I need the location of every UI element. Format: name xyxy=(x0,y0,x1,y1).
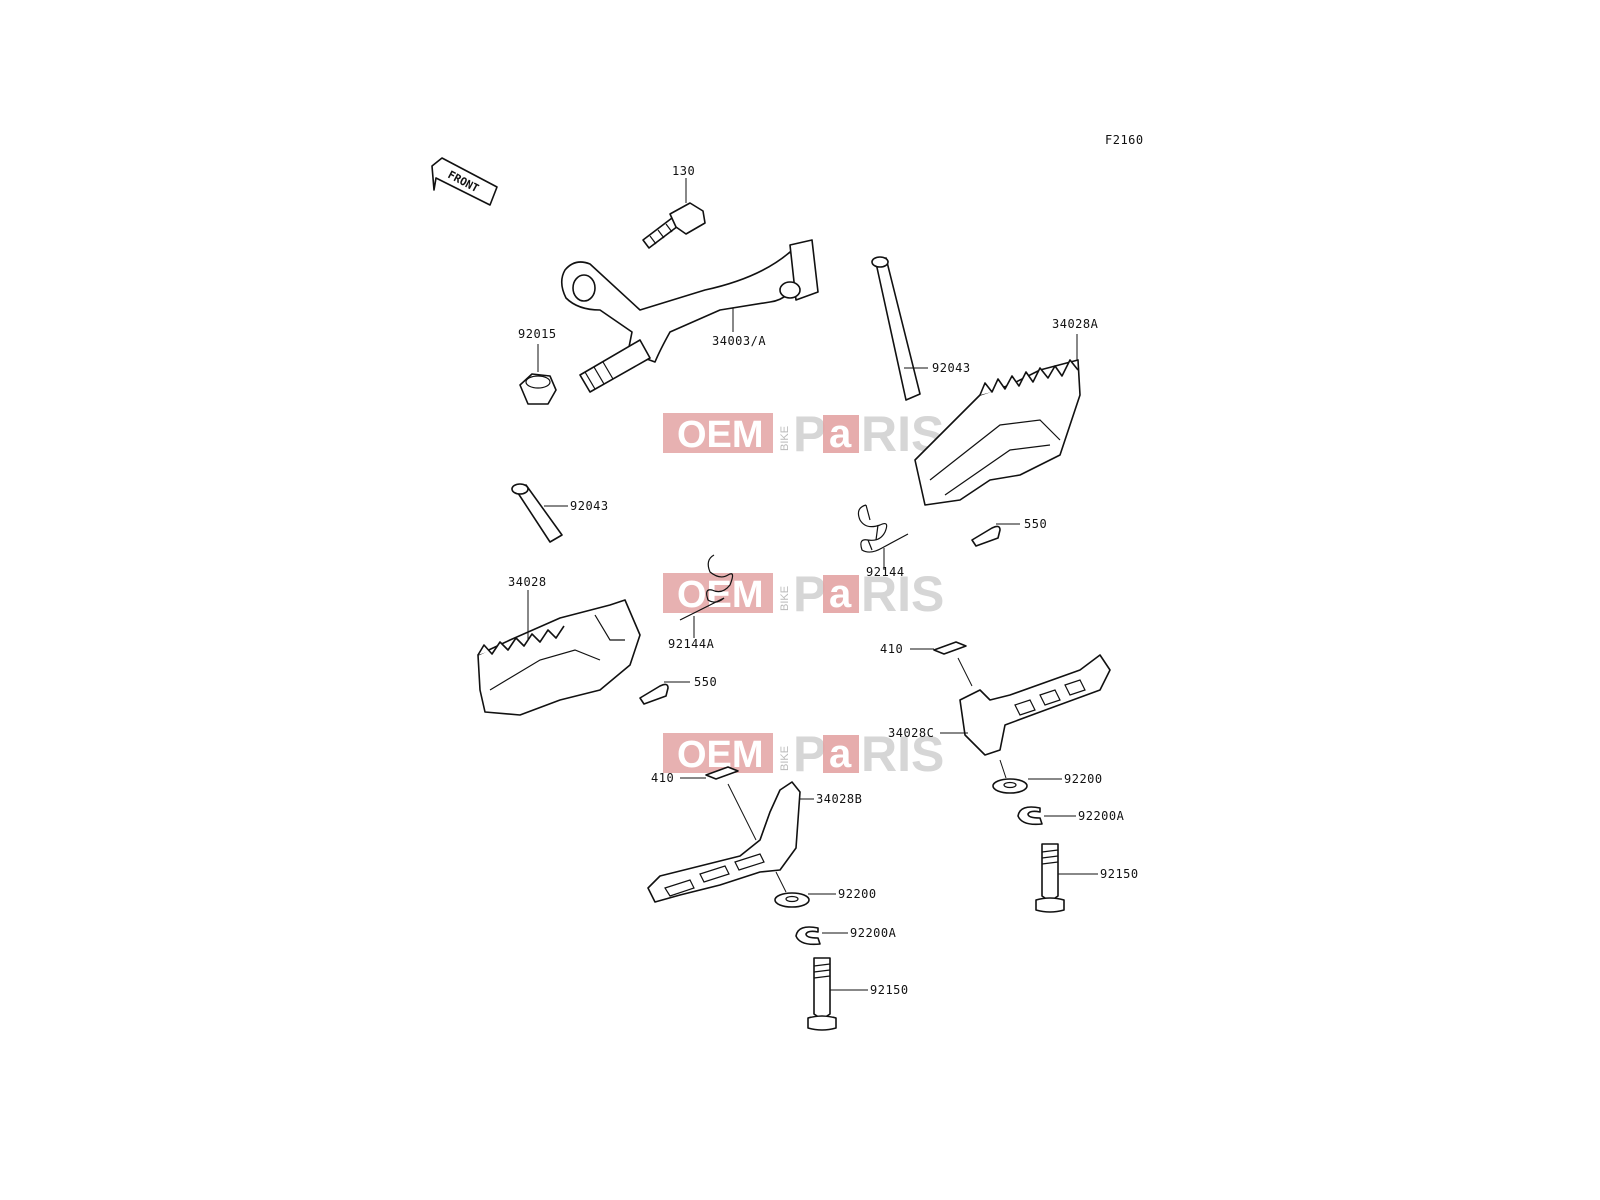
callout-34028a: 34028A xyxy=(1052,317,1099,331)
svg-text:P: P xyxy=(793,566,826,622)
footpeg-34028a xyxy=(914,359,1081,506)
callout-92150-right: 92150 xyxy=(1100,867,1139,881)
svg-text:RIS: RIS xyxy=(861,726,944,782)
pin-92043-upper xyxy=(871,256,921,401)
diagram-code: F2160 xyxy=(1105,133,1144,147)
clip-92200a-right xyxy=(1017,806,1043,826)
callout-410-right: 410 xyxy=(880,642,903,656)
footpeg-34028 xyxy=(477,599,641,716)
pin-92150-right xyxy=(1035,843,1065,913)
callout-92200-right: 92200 xyxy=(1064,772,1103,786)
svg-text:P: P xyxy=(793,406,826,462)
callout-92043-left: 92043 xyxy=(570,499,609,513)
callout-92200-left: 92200 xyxy=(838,887,877,901)
callout-92200a-left: 92200A xyxy=(850,926,897,940)
callout-92043-upper: 92043 xyxy=(932,361,971,375)
washer-92200-left xyxy=(774,892,810,908)
front-arrow-icon: FRONT xyxy=(431,157,498,206)
washer-92200-right xyxy=(992,778,1028,794)
svg-text:BIKE: BIKE xyxy=(779,426,791,451)
callout-550-right: 550 xyxy=(1024,517,1047,531)
svg-text:BIKE: BIKE xyxy=(779,586,791,611)
brake-pedal-34003a xyxy=(560,239,819,393)
bolt-130 xyxy=(642,202,706,249)
callout-92144: 92144 xyxy=(866,565,905,579)
watermark-3: OEM BIKE P a RIS xyxy=(663,726,944,782)
step-34028b xyxy=(647,781,801,903)
callout-92015: 92015 xyxy=(518,327,557,341)
svg-text:OEM: OEM xyxy=(677,414,764,456)
washer-410-left xyxy=(705,766,739,780)
pin-92150-left xyxy=(807,957,837,1031)
watermark-1: OEM BIKE P a RIS xyxy=(663,406,944,462)
svg-text:RIS: RIS xyxy=(861,566,944,622)
callout-550-left: 550 xyxy=(694,675,717,689)
cotter-pin-550-left xyxy=(639,683,669,705)
spring-92144a xyxy=(679,554,734,621)
spring-92144 xyxy=(857,504,909,553)
callout-92200a-right: 92200A xyxy=(1078,809,1125,823)
callout-92150-left: 92150 xyxy=(870,983,909,997)
pin-92043-left xyxy=(511,483,563,543)
step-34028c xyxy=(959,654,1111,756)
svg-text:a: a xyxy=(829,412,852,456)
nut-92015 xyxy=(519,373,557,405)
clip-92200a-left xyxy=(795,926,821,946)
callout-34003a: 34003/A xyxy=(712,334,766,348)
svg-text:a: a xyxy=(829,732,852,776)
callout-130: 130 xyxy=(672,164,695,178)
watermark-2: OEM BIKE P a RIS xyxy=(663,566,944,622)
cotter-pin-550-right xyxy=(971,525,1001,547)
callout-34028c: 34028C xyxy=(888,726,934,740)
callout-34028b: 34028B xyxy=(816,792,862,806)
callout-410-left: 410 xyxy=(651,771,674,785)
svg-text:OEM: OEM xyxy=(677,574,764,616)
svg-text:BIKE: BIKE xyxy=(779,746,791,771)
callout-34028: 34028 xyxy=(508,575,547,589)
washer-410-right xyxy=(933,641,967,655)
svg-text:P: P xyxy=(793,726,826,782)
svg-text:a: a xyxy=(829,572,852,616)
callout-92144a: 92144A xyxy=(668,637,715,651)
